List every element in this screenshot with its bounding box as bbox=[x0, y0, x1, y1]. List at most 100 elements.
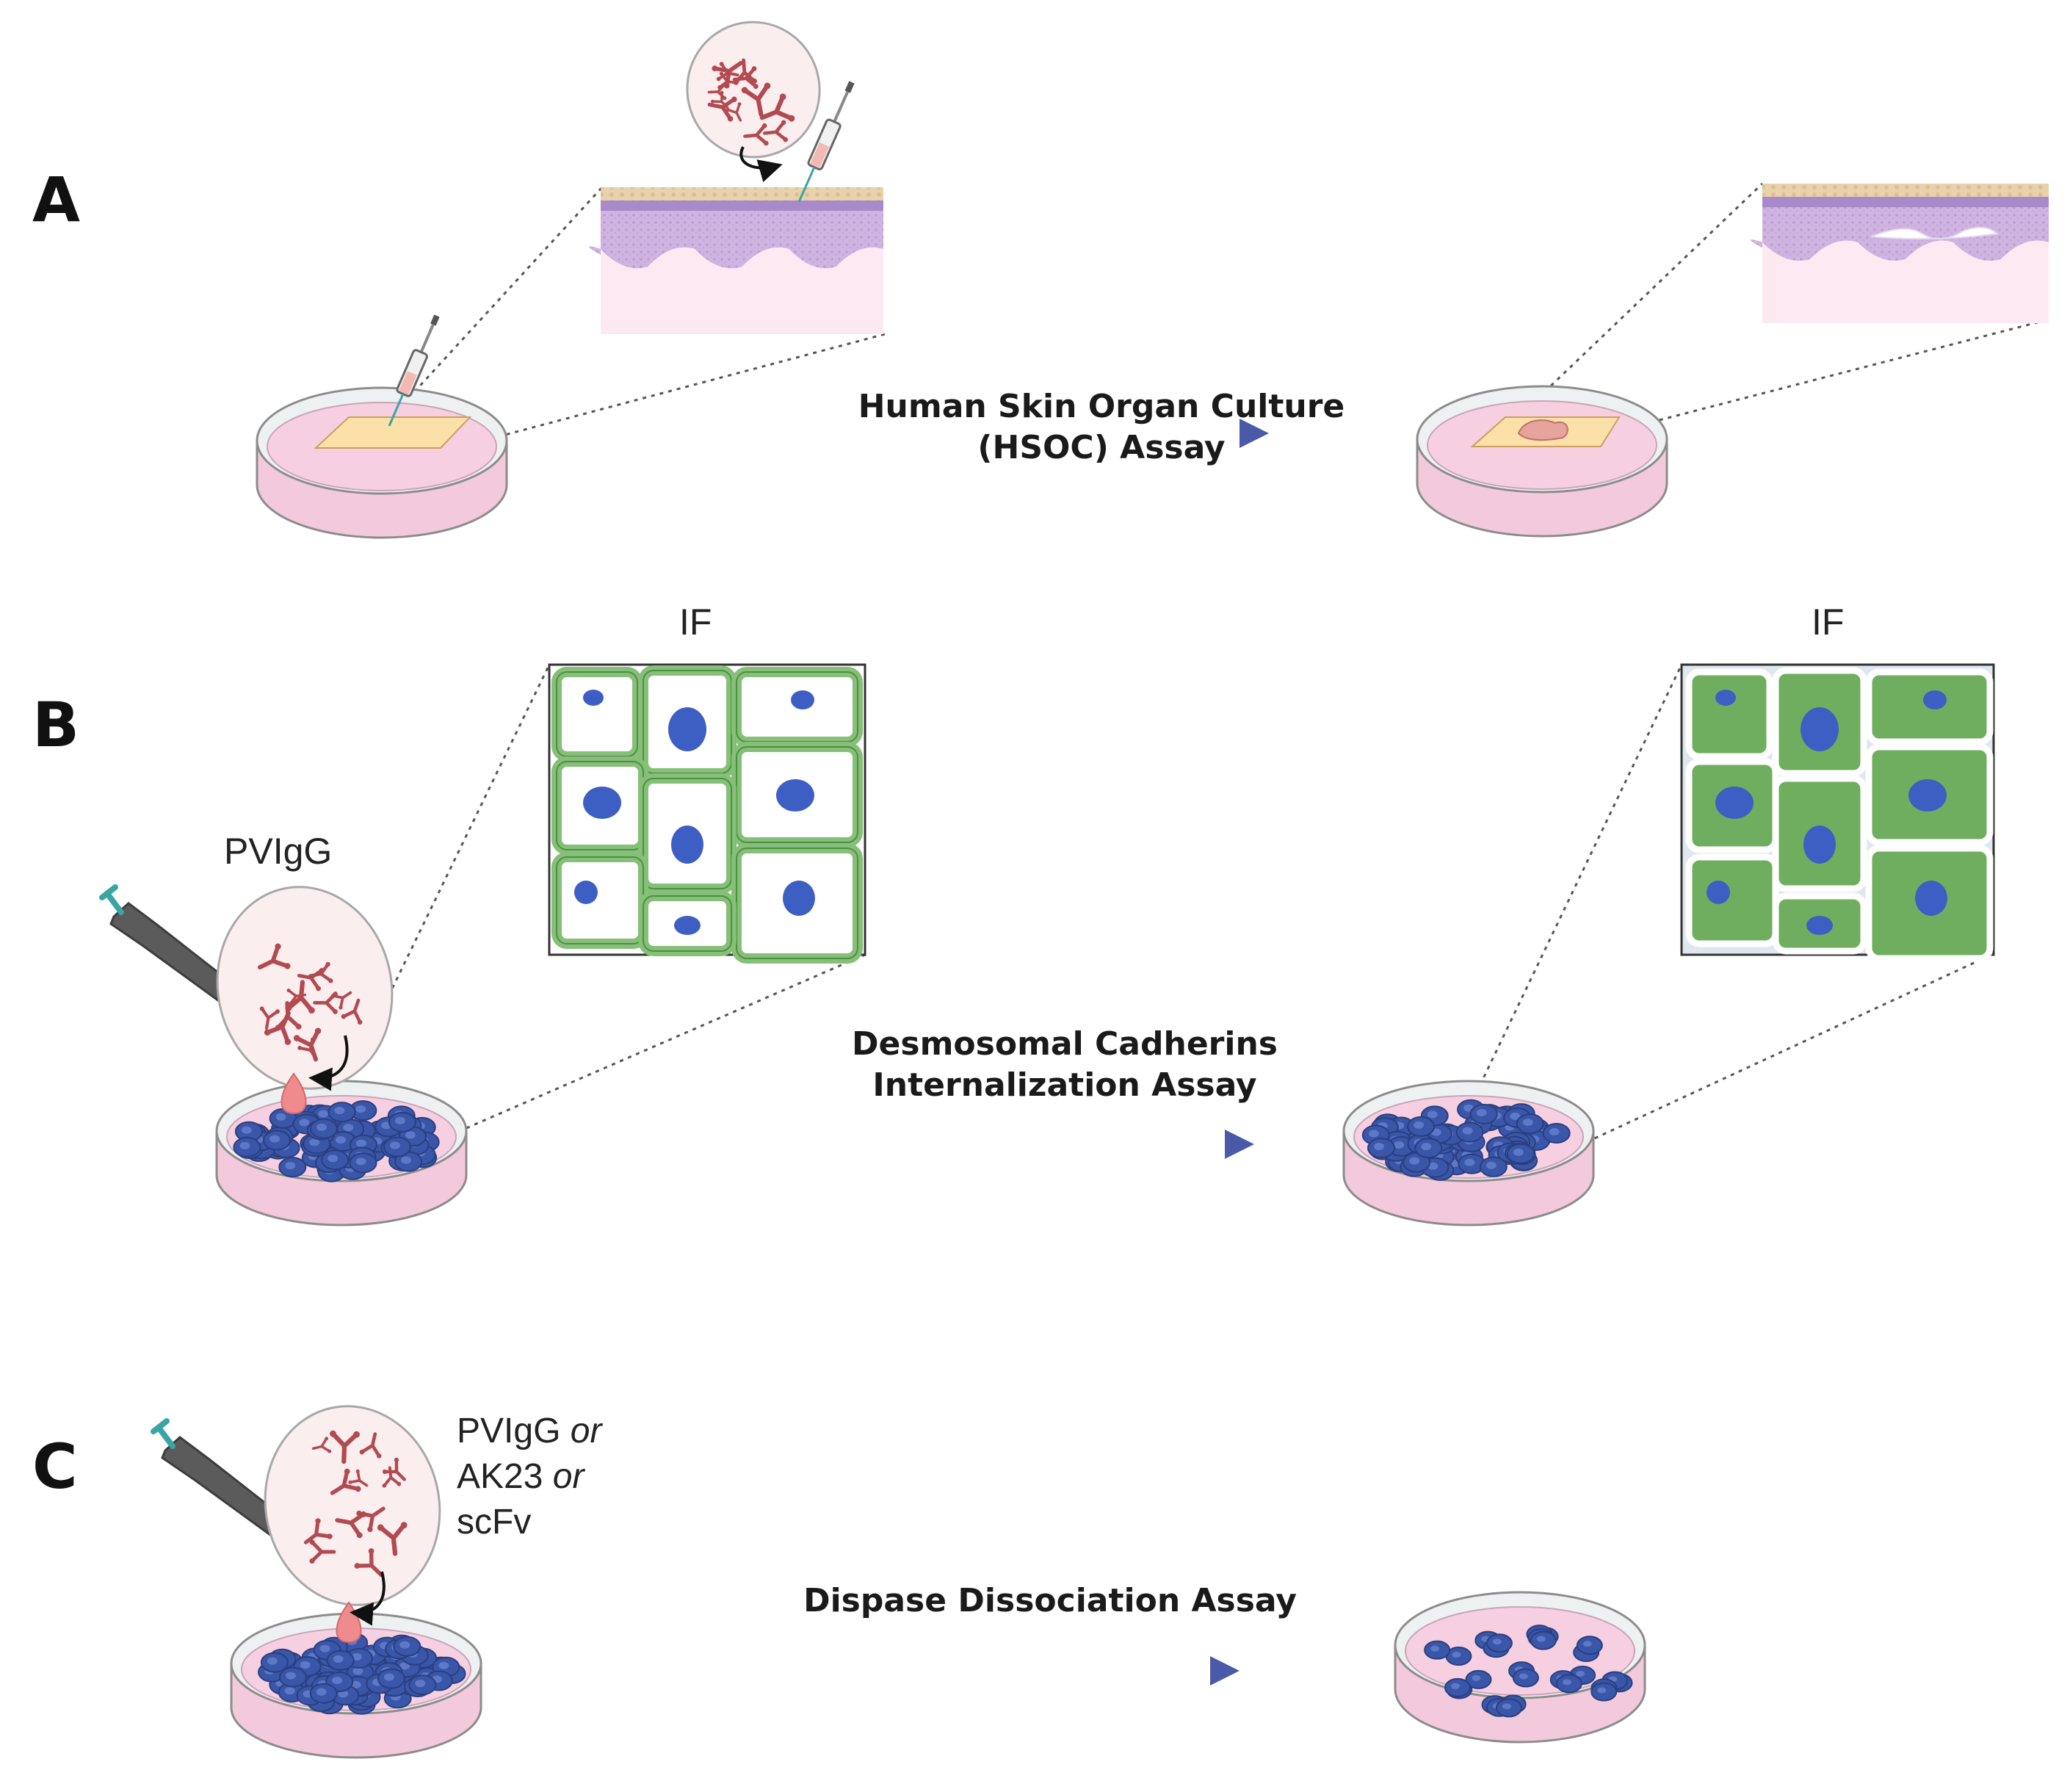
antibody-icon bbox=[763, 120, 789, 142]
curved-arrow-a bbox=[739, 146, 783, 182]
cell-nucleus bbox=[1452, 1652, 1461, 1658]
cell-nucleus bbox=[241, 1126, 252, 1134]
cell-nucleus bbox=[674, 916, 701, 935]
cell-nucleus bbox=[1806, 916, 1833, 935]
dispase-assay-label: Dispase Dissociation Assay bbox=[803, 1582, 1297, 1619]
cell-nucleus bbox=[583, 787, 621, 819]
antibody-bubble-a-icon bbox=[686, 21, 821, 159]
panel-b-letter: B bbox=[32, 689, 80, 761]
bubble-outline bbox=[686, 21, 821, 159]
antibody-icon bbox=[311, 1437, 332, 1453]
cell-nucleus bbox=[383, 1673, 394, 1681]
pipette-plunger bbox=[99, 884, 124, 915]
cell-nucleus bbox=[401, 1156, 412, 1164]
hsoc-assay-line1: Human Skin Organ Culture bbox=[858, 388, 1345, 425]
cell-nucleus bbox=[239, 1142, 250, 1150]
cell-nucleus bbox=[1707, 881, 1730, 904]
cell-membrane bbox=[551, 852, 648, 949]
cell-cytoplasm bbox=[1685, 668, 1773, 760]
cell-nucleus bbox=[438, 1661, 449, 1669]
basal-layer bbox=[601, 200, 883, 211]
skin-section-a-left-icon bbox=[588, 187, 883, 334]
bubble-outline bbox=[264, 1405, 441, 1606]
cell-nucleus bbox=[1510, 1112, 1521, 1120]
cell-nucleus bbox=[1421, 1143, 1432, 1151]
cell-nucleus bbox=[1464, 1158, 1475, 1166]
antibody-icon bbox=[743, 123, 769, 146]
antibody-icon bbox=[741, 82, 771, 117]
pipette-b-icon bbox=[99, 884, 283, 1042]
antibody-icon bbox=[759, 93, 795, 122]
bubble-outline bbox=[216, 886, 394, 1090]
antibody-icon bbox=[309, 1539, 336, 1564]
internalization-assay-label: Desmosomal Cadherins Internalization Ass… bbox=[808, 1024, 1322, 1106]
cell-nucleus bbox=[1368, 1130, 1379, 1138]
antibody-icon bbox=[712, 61, 743, 89]
reagent-line-3: scFv bbox=[457, 1500, 648, 1545]
antibody-icon bbox=[286, 988, 307, 1006]
syringe-a-icon bbox=[388, 314, 440, 427]
cell-nucleus bbox=[1597, 1687, 1607, 1694]
cell-nucleus bbox=[319, 1644, 330, 1652]
cell-nucleus bbox=[285, 1672, 296, 1680]
antibody-icon bbox=[359, 1432, 382, 1459]
cell-nucleus bbox=[1536, 1636, 1546, 1642]
cell-nucleus bbox=[1485, 1161, 1497, 1169]
cell-membrane-line bbox=[643, 895, 732, 952]
cell-nucleus bbox=[1373, 1143, 1384, 1151]
cell-nucleus bbox=[1562, 1679, 1571, 1686]
cell-nucleus bbox=[1549, 1127, 1560, 1135]
cell-nucleus bbox=[1462, 1127, 1473, 1135]
droplet-shape bbox=[281, 1072, 307, 1115]
acantholytic-blister bbox=[1870, 226, 1999, 240]
petri-dish-a-left-icon bbox=[256, 386, 508, 539]
cell-nucleus bbox=[1409, 1157, 1420, 1165]
cell-nucleus bbox=[267, 1657, 278, 1665]
antibody-icon bbox=[354, 1548, 383, 1578]
reagent-ak23: AK23 bbox=[457, 1457, 543, 1496]
skin-sample-a-left bbox=[314, 416, 472, 449]
if-panel-internalized-icon bbox=[1680, 663, 1995, 962]
basal-layer bbox=[1762, 197, 2049, 207]
reagent-or-2: or bbox=[552, 1457, 585, 1496]
cell-cytoplasm bbox=[1685, 853, 1779, 947]
cell-nucleus bbox=[1715, 690, 1736, 706]
skin-section-a-right-icon bbox=[1750, 184, 2049, 323]
cell-nucleus bbox=[415, 1680, 426, 1688]
zoom-guide-lines bbox=[322, 182, 2049, 1147]
reagent-or-1: or bbox=[570, 1412, 602, 1450]
cell-nucleus bbox=[668, 707, 706, 751]
cell-nucleus bbox=[776, 779, 814, 812]
cell-nucleus bbox=[1476, 1109, 1487, 1117]
stratum-corneum bbox=[1762, 184, 2049, 197]
internalization-assay-line1: Desmosomal Cadherins bbox=[852, 1025, 1278, 1063]
syringe-plunger bbox=[419, 324, 435, 353]
antibody-icon bbox=[303, 1518, 333, 1544]
cell-nucleus bbox=[1923, 690, 1947, 709]
cell-nucleus bbox=[1519, 1673, 1528, 1680]
cell-nucleus bbox=[275, 1113, 286, 1121]
syringe-plunger bbox=[833, 91, 850, 123]
cell-nucleus bbox=[1430, 1645, 1440, 1652]
cell-nucleus bbox=[583, 690, 604, 706]
cell-nucleus bbox=[1502, 1703, 1511, 1710]
if-label-right: IF bbox=[1812, 601, 1845, 643]
cell-nucleus bbox=[1915, 881, 1947, 916]
cell-membrane bbox=[551, 667, 643, 762]
panel-a-letter: A bbox=[32, 164, 81, 236]
internalization-assay-line2: Internalization Assay bbox=[872, 1066, 1257, 1104]
pvigg-label: PVIgG bbox=[224, 831, 333, 872]
petri-dish-a-right-icon bbox=[1416, 385, 1668, 538]
cell-nucleus bbox=[1427, 1162, 1438, 1170]
antibody-icon bbox=[259, 1006, 280, 1030]
blistered-skin-sample bbox=[1517, 419, 1568, 441]
antibody-icon bbox=[707, 96, 737, 122]
cell-nucleus bbox=[333, 1655, 344, 1663]
antibody-bubble-b-icon bbox=[216, 886, 394, 1090]
antibody-icon bbox=[257, 943, 291, 970]
cell-membrane-line bbox=[736, 848, 858, 959]
panel-c-letter: C bbox=[32, 1431, 78, 1503]
hsoc-assay-line2: (HSOC) Assay bbox=[977, 429, 1226, 466]
epidermis-layer bbox=[588, 200, 883, 269]
